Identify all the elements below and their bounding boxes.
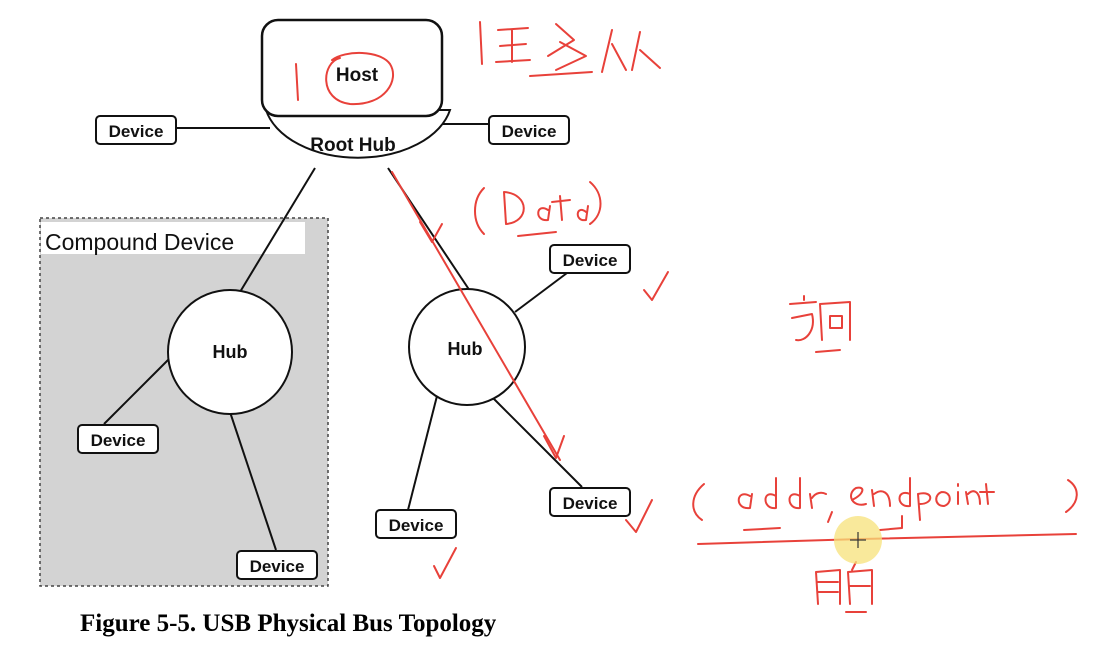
handwritten-annotations: [295, 21, 1078, 613]
svg-text:Device: Device: [109, 122, 164, 141]
device-node: Device: [549, 487, 631, 517]
root-hub-label: Root Hub: [310, 135, 395, 156]
device-node: Device: [95, 115, 177, 145]
svg-text:Device: Device: [91, 431, 146, 450]
device-node: Device: [77, 424, 159, 454]
hub-left-circle: [167, 289, 293, 415]
hub-right-circle: [408, 288, 526, 406]
hub-right-label: Hub: [448, 339, 483, 359]
host-box: [260, 18, 444, 118]
device-node: Device: [236, 550, 318, 580]
svg-text:Device: Device: [502, 122, 557, 141]
device-node: Device: [488, 115, 570, 145]
root-hub-shape: [264, 109, 452, 159]
svg-text:Device: Device: [389, 516, 444, 535]
hub-left-label: Hub: [213, 342, 248, 362]
compound-device-box: [39, 217, 329, 587]
figure-caption: Figure 5-5. USB Physical Bus Topology: [80, 610, 497, 637]
compound-device-label: Compound Device: [45, 229, 234, 255]
device-node: Device: [375, 509, 457, 539]
host-label: Host: [336, 65, 379, 86]
svg-text:Device: Device: [250, 557, 305, 576]
device-node: Device: [549, 244, 631, 274]
svg-text:Device: Device: [563, 251, 618, 270]
crosshair-cursor-icon: [850, 532, 866, 548]
svg-text:Device: Device: [563, 494, 618, 513]
